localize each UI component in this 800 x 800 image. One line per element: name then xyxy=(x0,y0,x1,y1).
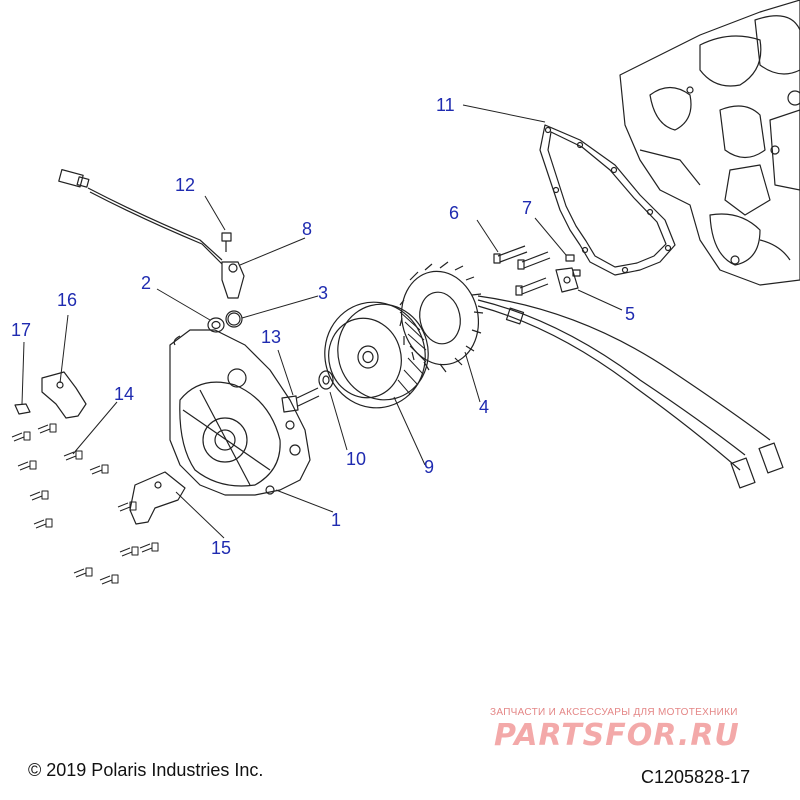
callout-11: 11 xyxy=(436,95,455,115)
diagram-code: C1205828-17 xyxy=(641,767,751,787)
watermark-tagline: ЗАПЧАСТИ И АКСЕССУАРЫ ДЛЯ МОТОТЕХНИКИ xyxy=(490,707,738,718)
callout-10: 10 xyxy=(346,449,367,469)
stator-drawing xyxy=(399,261,484,373)
wire-clamp-5-drawing xyxy=(555,267,581,293)
callout-13: 13 xyxy=(261,327,282,347)
callout-17: 17 xyxy=(11,320,32,340)
stator-cover-drawing xyxy=(169,329,311,496)
bolts-6-7-drawing xyxy=(493,245,575,296)
engine-crankcase-drawing xyxy=(619,0,800,286)
callout-15: 15 xyxy=(211,538,232,558)
callout-16: 16 xyxy=(57,290,78,310)
copyright-text: © 2019 Polaris Industries Inc. xyxy=(28,760,264,780)
washer-10-drawing xyxy=(318,370,334,390)
callout-leaders xyxy=(21,104,623,539)
stator-wire-harness-drawing xyxy=(477,295,784,489)
bolt-13-drawing xyxy=(281,387,320,413)
callout-12: 12 xyxy=(175,175,196,195)
bearing-2-drawing xyxy=(207,317,225,333)
callout-5: 5 xyxy=(625,304,636,324)
callout-14: 14 xyxy=(114,384,135,404)
callout-3: 3 xyxy=(318,283,329,303)
callout-1: 1 xyxy=(331,510,342,530)
callout-4: 4 xyxy=(479,397,490,417)
bolts-14-drawing xyxy=(11,423,159,585)
watermark-logo: PARTSFOR.RU xyxy=(494,718,740,753)
callout-6: 6 xyxy=(449,203,460,223)
callout-9: 9 xyxy=(424,457,435,477)
callout-2: 2 xyxy=(141,273,152,293)
nut-17-drawing xyxy=(14,403,31,415)
bracket-15-drawing xyxy=(129,471,186,525)
callout-7: 7 xyxy=(522,198,533,218)
flywheel-rotor-drawing xyxy=(324,301,429,409)
crank-sensor-cable-drawing xyxy=(58,169,245,299)
cover-gasket-drawing xyxy=(539,124,676,276)
snap-ring-3-drawing xyxy=(225,310,243,328)
bracket-16-drawing xyxy=(41,371,87,419)
callout-8: 8 xyxy=(302,219,313,239)
bolt-12-drawing xyxy=(221,232,232,252)
